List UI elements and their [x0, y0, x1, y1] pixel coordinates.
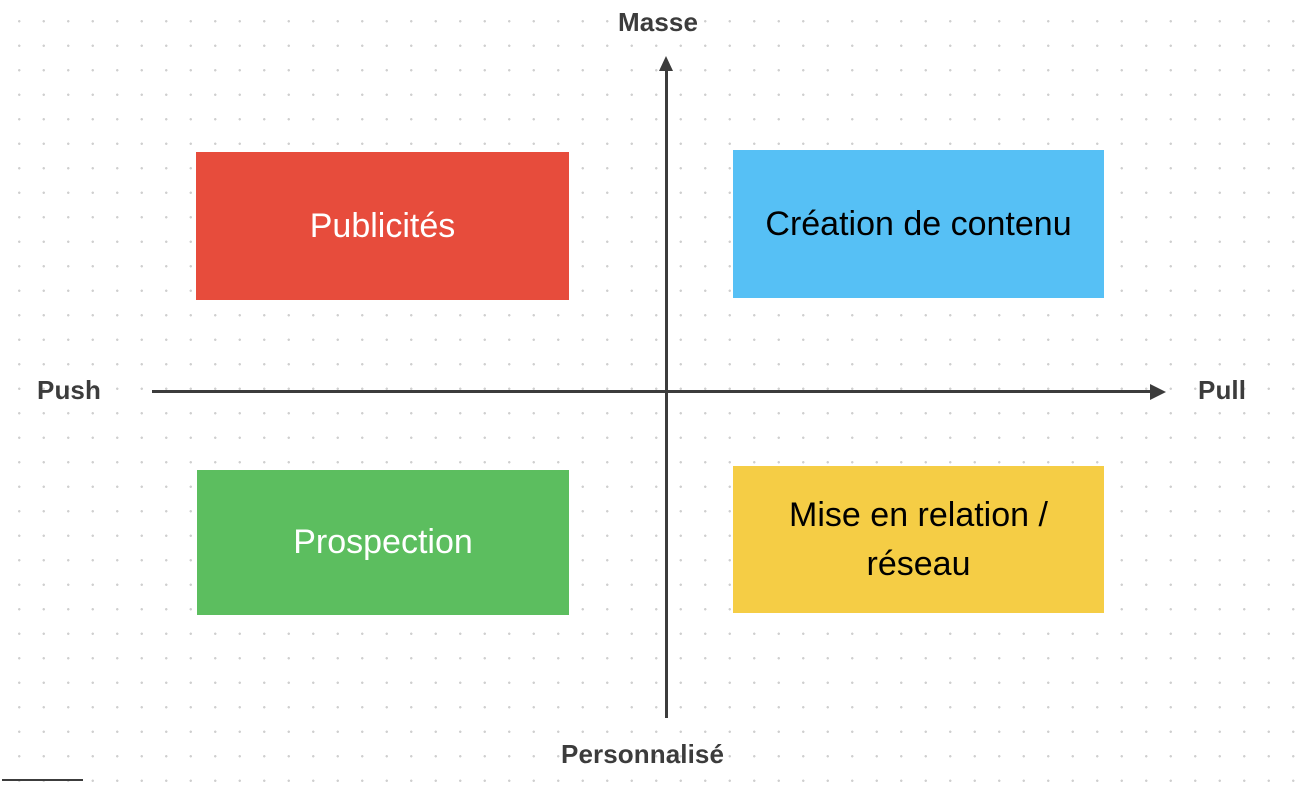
axis-label-personnalise: Personnalisé — [561, 739, 725, 769]
quadrant-label: Publicités — [309, 206, 456, 245]
quadrant-box-mise-en-relation-reseau[interactable]: Mise en relation / réseau — [733, 466, 1104, 613]
quadrant-box-prospection[interactable]: Prospection — [197, 470, 569, 615]
quadrant-box-publicites[interactable]: Publicités — [196, 152, 569, 300]
axis-label-pull: Pull — [1198, 375, 1247, 405]
vertical-axis-arrow-icon — [659, 56, 673, 71]
horizontal-axis-line — [152, 390, 1154, 393]
quadrant-label: Création de contenu — [765, 204, 1072, 243]
horizontal-axis-arrow-icon — [1150, 383, 1166, 400]
quadrant-label: Prospection — [293, 523, 473, 562]
axis-label-push: Push — [37, 375, 101, 405]
axis-label-masse: Masse — [618, 7, 698, 37]
quadrant-label: Mise en relation / réseau — [789, 496, 1048, 583]
quadrant-box-creation-de-contenu[interactable]: Création de contenu — [733, 150, 1104, 298]
page-edge-rule — [2, 779, 83, 781]
